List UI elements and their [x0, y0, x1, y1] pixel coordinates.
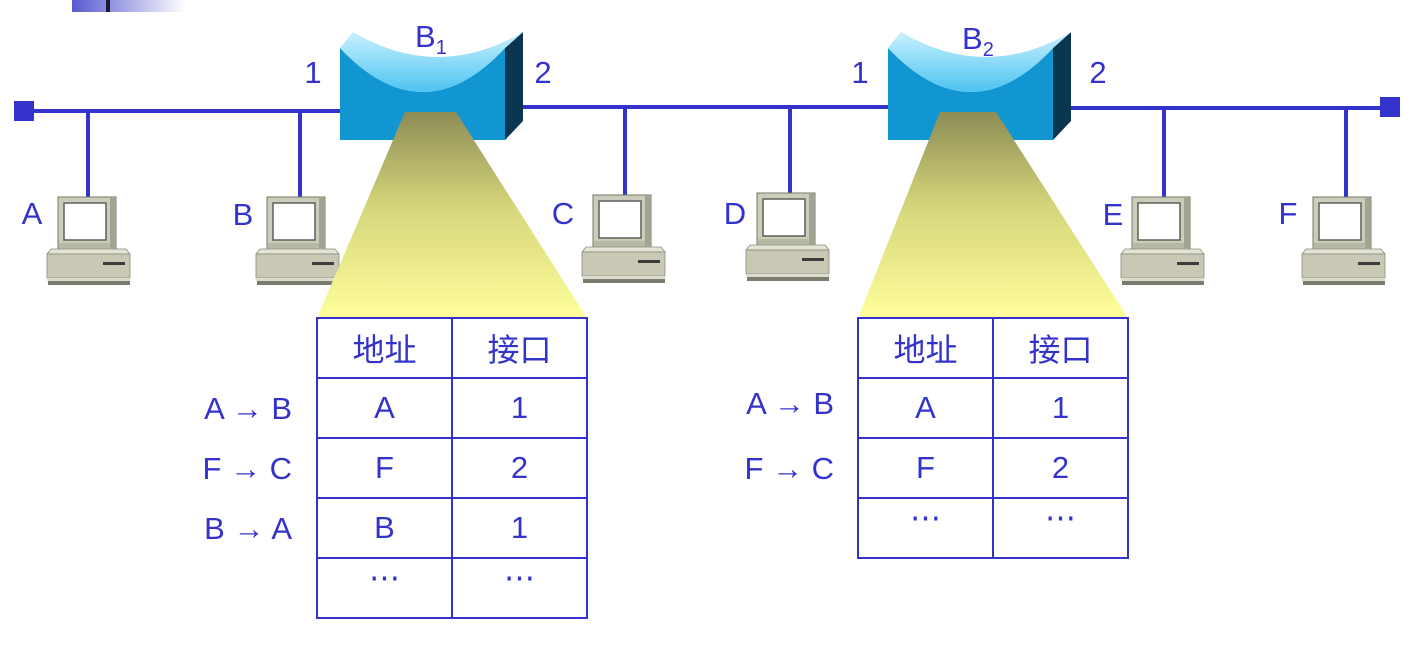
bridge-b2-port-left: 1: [851, 55, 868, 90]
terminator-left: [14, 101, 34, 121]
bridge-front-face: [888, 48, 1053, 140]
bridge-b2: B2 1 2: [851, 21, 1107, 140]
terminator-right: [1380, 97, 1400, 117]
bridge-side-face: [505, 32, 523, 140]
host-f: [1301, 196, 1386, 286]
bridge-b1-port-right: 2: [534, 55, 551, 90]
host-label-f: F: [1279, 196, 1298, 231]
corner-bar: [72, 0, 186, 12]
bridge-label-subscript: 1: [436, 37, 447, 59]
header-text: 接口: [487, 332, 552, 368]
slide-corner-decoration: [72, 0, 186, 12]
cell-text: A: [374, 390, 395, 425]
bridge-front-face: [340, 48, 505, 140]
workstation-icon: [46, 196, 131, 286]
forwarding-table-b1: 地址 接口 A 1 F 2 B 1 ⋯ ⋯: [316, 317, 588, 619]
bridge-top-face: [340, 32, 523, 92]
table-header-port: 接口: [453, 319, 588, 379]
bridge-b2-port-right: 2: [1089, 55, 1106, 90]
workstation-icon: [581, 194, 666, 284]
cell-text: 1: [1051, 390, 1070, 425]
cell-text: F: [375, 450, 394, 485]
cell-text: 1: [510, 510, 529, 545]
host-a: [46, 196, 131, 286]
table-cell-port: 2: [453, 439, 588, 499]
table-callout-b1: [317, 112, 587, 318]
table-cell-address: B: [318, 499, 453, 559]
host-label-d: D: [724, 196, 746, 231]
table-cell-address: A: [859, 379, 994, 439]
workstation-icon: [1120, 196, 1205, 286]
table-header-address: 地址: [318, 319, 453, 379]
cell-text: A: [915, 390, 936, 425]
host-e: [1120, 196, 1205, 286]
cell-text: ⋯: [369, 560, 400, 595]
bridge-label-letter: B: [962, 21, 983, 56]
table-cell-port: 2: [994, 439, 1129, 499]
frame-label: A → B: [204, 391, 292, 426]
header-text: 地址: [352, 332, 417, 368]
workstation-icon: [1301, 196, 1386, 286]
host-b: [255, 196, 340, 286]
table-cell-address: F: [318, 439, 453, 499]
host-c: [581, 194, 666, 284]
corner-tick: [106, 0, 110, 12]
table-cell-address: ⋯: [859, 499, 994, 559]
bridge-label-subscript: 2: [983, 39, 994, 61]
bridge-label-b1: B1: [415, 19, 447, 59]
cell-text: B: [374, 510, 395, 545]
bridge-label-b2: B2: [962, 21, 994, 61]
bridge-b1: B1 1 2: [304, 19, 552, 140]
workstation-icon: [255, 196, 340, 286]
frame-label: F → C: [202, 451, 292, 486]
table-cell-port: 1: [453, 379, 588, 439]
cell-text: F: [916, 450, 935, 485]
bridge-label-letter: B: [415, 19, 436, 54]
workstation-icon: [745, 192, 830, 282]
table-cell-port: 1: [453, 499, 588, 559]
cell-text: 2: [1051, 450, 1070, 485]
cell-text: 1: [510, 390, 529, 425]
bridge-icon: [340, 32, 523, 140]
bridge-icon: [888, 32, 1071, 140]
table-cell-address: ⋯: [318, 559, 453, 619]
host-d: [745, 192, 830, 282]
frame-label: F → C: [744, 451, 834, 486]
host-label-a: A: [22, 196, 43, 231]
cell-text: 2: [510, 450, 529, 485]
forwarding-table-b2: 地址 接口 A 1 F 2 ⋯ ⋯: [857, 317, 1129, 559]
table-header-address: 地址: [859, 319, 994, 379]
frame-label: B → A: [204, 511, 292, 546]
header-text: 接口: [1028, 332, 1093, 368]
bridge-side-face: [1053, 32, 1071, 140]
host-label-c: C: [552, 196, 574, 231]
cell-text: ⋯: [910, 500, 941, 535]
bridge-top-face: [888, 32, 1071, 92]
cell-text: ⋯: [1045, 500, 1076, 535]
frame-label: A → B: [746, 386, 834, 421]
table-cell-address: F: [859, 439, 994, 499]
table-cell-port: ⋯: [994, 499, 1129, 559]
bridge-b1-port-left: 1: [304, 55, 321, 90]
table-callout-b2: [858, 112, 1128, 318]
table-cell-port: 1: [994, 379, 1129, 439]
table-cell-address: A: [318, 379, 453, 439]
host-label-b: B: [233, 197, 254, 232]
host-label-e: E: [1103, 197, 1124, 232]
table-cell-port: ⋯: [453, 559, 588, 619]
header-text: 地址: [893, 332, 958, 368]
cell-text: ⋯: [504, 560, 535, 595]
table-header-port: 接口: [994, 319, 1129, 379]
